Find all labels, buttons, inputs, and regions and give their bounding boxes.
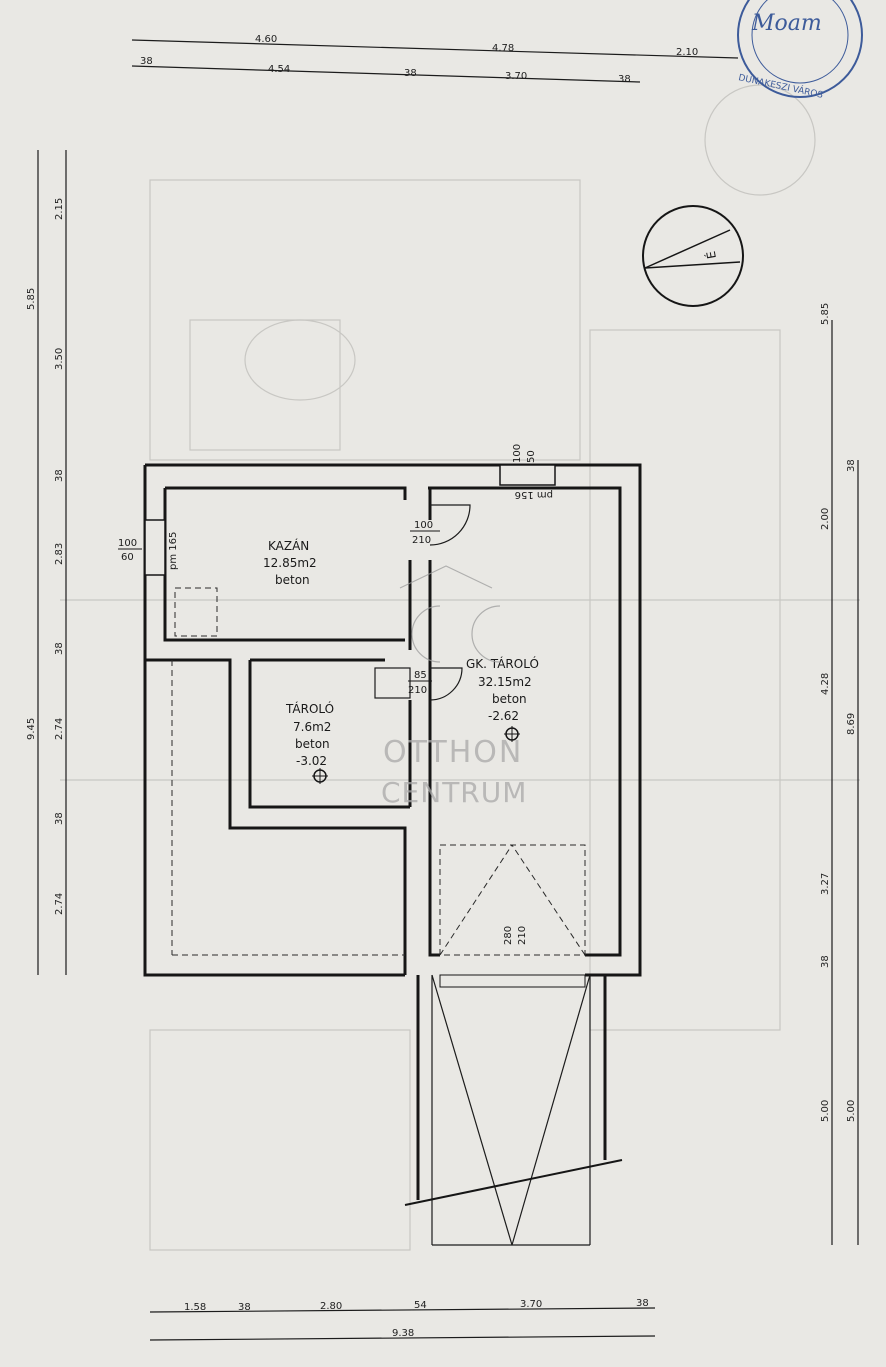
dim-left-in-2: 3.50 (54, 348, 65, 370)
dim-left-in-1: 2.15 (54, 198, 65, 220)
dim-top2-1: 38 (140, 56, 153, 67)
dim-bottom-4: 54 (414, 1300, 427, 1311)
compass-label: É (703, 250, 719, 260)
dim-bottom-2: 38 (238, 1302, 251, 1313)
dim-top2-4: 3.70 (505, 71, 527, 82)
doors (374, 504, 471, 701)
win-left-height: 60 (121, 552, 134, 563)
room-level: -3.02 (296, 754, 327, 768)
dim-top-1: 4.60 (255, 34, 277, 45)
ghost-layer (60, 84, 860, 1251)
north-compass: É (642, 205, 744, 307)
dim-left-in-4: 2.83 (54, 543, 65, 565)
dim-top-2: 4.78 (492, 43, 514, 54)
dim-bottom-5: 3.70 (520, 1299, 542, 1310)
bottom-dimensions: 1.58 38 2.80 54 3.70 38 9.38 (149, 1298, 656, 1341)
dim-left-1: 5.85 (26, 288, 37, 310)
room-area: 7.6m2 (293, 720, 331, 734)
dim-right-4: 3.27 (820, 873, 831, 895)
room-level: -2.62 (488, 709, 519, 723)
top-dimensions: 4.60 4.78 2.10 38 4.54 38 3.70 38 (131, 34, 739, 85)
dim-left-in-5: 38 (54, 642, 65, 655)
win-top-pm: pm 156 (515, 489, 553, 500)
dim-right-out-1: 38 (846, 459, 857, 472)
win-left-width: 100 (118, 538, 137, 549)
watermark-line2: CENTRUM (381, 776, 527, 809)
room-area: 12.85m2 (263, 556, 317, 570)
dim-bottom-3: 2.80 (320, 1301, 342, 1312)
level-markers (312, 726, 520, 784)
opening-labels: 100 60 pm 165 100 50 pm 156 100 210 85 2… (118, 444, 553, 945)
boiler-outline (174, 587, 218, 637)
dim-left-in-8: 2.74 (54, 893, 65, 915)
right-dimensions: 5.85 2.00 4.28 3.27 38 5.00 38 8.69 5.00 (820, 303, 859, 1245)
dim-left-2: 9.45 (26, 718, 37, 740)
garage-door-width: 280 (503, 926, 514, 945)
room-gk-taroló: GK. TÁROLÓ 32.15m2 beton -2.62 (466, 656, 539, 723)
room-name: GK. TÁROLÓ (466, 656, 539, 671)
dim-top2-5: 38 (618, 74, 631, 85)
dim-bottom-1: 1.58 (184, 1302, 206, 1313)
stamp-signature: Moam (751, 11, 822, 36)
watermark: OTTHON CENTRUM (381, 565, 527, 809)
room-kazan: KAZÁN 12.85m2 beton (263, 538, 317, 587)
dim-bottom-total: 9.38 (392, 1328, 414, 1339)
dim-bottom-6: 38 (636, 1298, 649, 1309)
door-taroló-width: 85 (414, 670, 427, 681)
dim-right-out-2: 8.69 (846, 713, 857, 735)
dim-right-3: 4.28 (820, 673, 831, 695)
dim-top2-2: 4.54 (268, 64, 290, 75)
dim-right-out-3: 5.00 (846, 1100, 857, 1122)
win-left-pm: pm 165 (168, 532, 179, 570)
dim-right-2: 2.00 (820, 508, 831, 530)
garage-door-height: 210 (517, 926, 528, 945)
dim-right-5: 38 (820, 955, 831, 968)
win-top-width: 100 (512, 444, 523, 463)
window-left (144, 519, 166, 576)
window-top (499, 464, 556, 486)
compass-circle (642, 205, 744, 307)
driveway (404, 974, 623, 1246)
room-taroló: TÁROLÓ 7.6m2 beton -3.02 (285, 701, 334, 768)
dim-left-in-6: 2.74 (54, 718, 65, 740)
door-kazan-width: 100 (414, 520, 433, 531)
door-taroló-height: 210 (408, 685, 427, 696)
left-dimensions: 5.85 9.45 2.15 3.50 38 2.83 38 2.74 38 2… (26, 150, 67, 975)
room-floor: beton (295, 737, 330, 751)
dim-right-6: 5.00 (820, 1100, 831, 1122)
dim-left-in-7: 38 (54, 812, 65, 825)
walls (143, 463, 642, 977)
room-floor: beton (492, 692, 527, 706)
door-kazan-height: 210 (412, 535, 431, 546)
win-top-height: 50 (526, 450, 537, 463)
stamp: Moam DUNAKESZI VÁROS (737, 0, 863, 101)
room-name: TÁROLÓ (285, 701, 334, 716)
dim-left-in-3: 38 (54, 469, 65, 482)
dim-right-1: 5.85 (820, 303, 831, 325)
garage-door-area (439, 844, 586, 988)
room-name: KAZÁN (268, 538, 309, 553)
dim-top-3: 2.10 (676, 47, 698, 58)
dim-top2-3: 38 (404, 68, 417, 79)
room-floor: beton (275, 573, 310, 587)
room-area: 32.15m2 (478, 675, 532, 689)
watermark-line1: OTTHON (383, 735, 523, 770)
